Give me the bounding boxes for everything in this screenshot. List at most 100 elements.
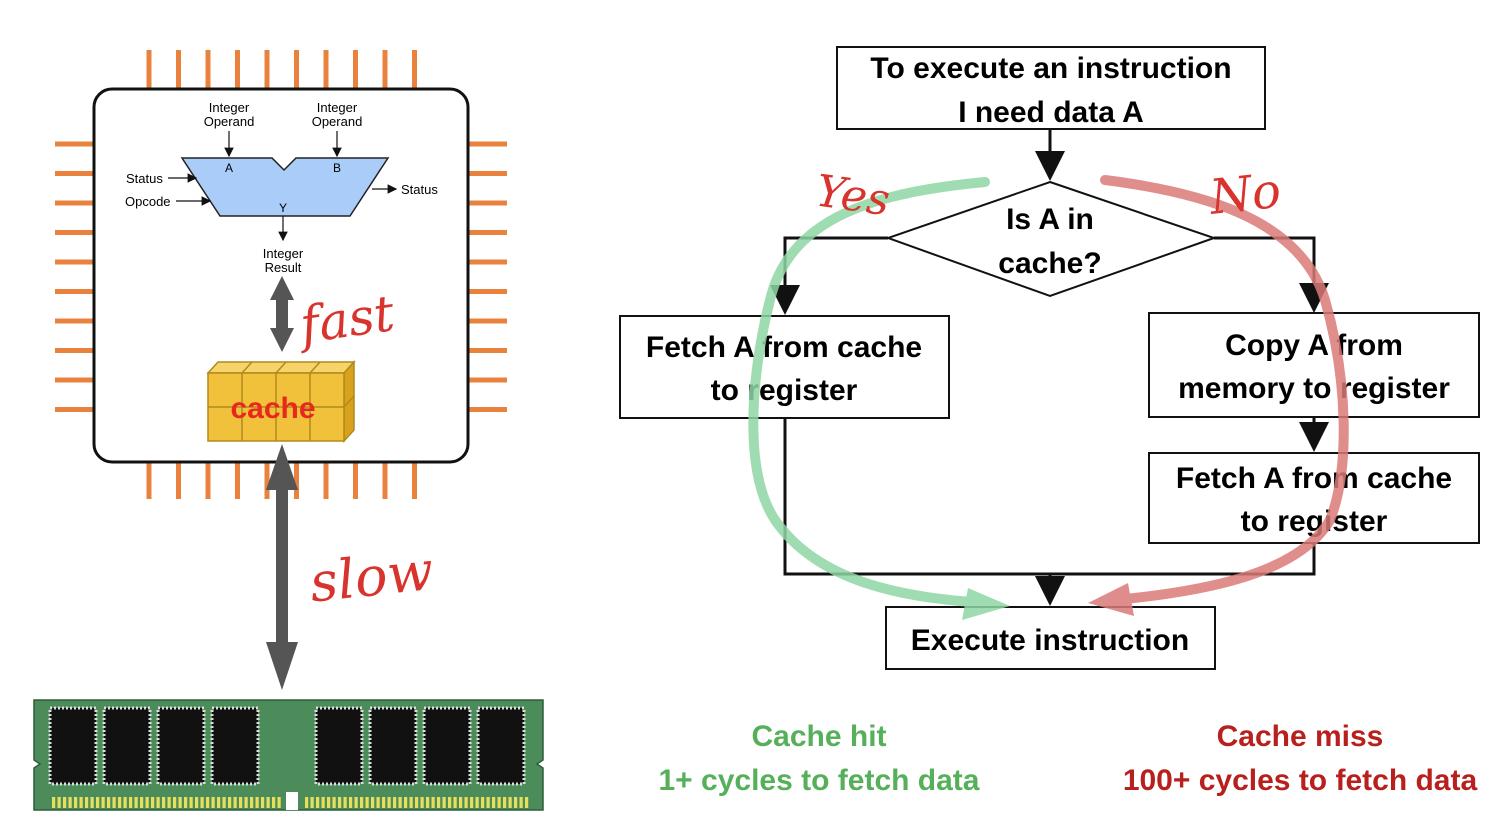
execute-label: Execute instruction (911, 624, 1189, 657)
ram-contact (244, 797, 248, 808)
ram-contact (206, 797, 210, 808)
ram-contact (233, 797, 237, 808)
ram-contact (305, 797, 309, 808)
ram-contact (57, 797, 61, 808)
operand-a-label-1: Integer (209, 100, 250, 115)
fast-annotation: fast (293, 284, 399, 355)
ram-contact (404, 797, 408, 808)
hit-fetch-box (619, 315, 950, 419)
ram-contact (426, 797, 430, 808)
miss-path (1088, 175, 1349, 616)
cache-block: cache (206, 360, 356, 443)
ram-contact (68, 797, 72, 808)
cpu-pins (55, 50, 507, 499)
opcode-label: Opcode (125, 194, 171, 209)
ram-contact (85, 797, 89, 808)
ram-contact (470, 797, 474, 808)
ram-contact (376, 797, 380, 808)
ram-contact (371, 797, 375, 808)
ram-chip (368, 706, 418, 786)
operand-b-label-1: Integer (317, 100, 358, 115)
ram-contact (519, 797, 523, 808)
hit-path (748, 177, 1010, 620)
ram-contact (222, 797, 226, 808)
no-annotation: No (1206, 163, 1283, 226)
ram-contact (189, 797, 193, 808)
ram-contact (129, 797, 133, 808)
ram-contact (63, 797, 67, 808)
ram-chip (422, 706, 472, 786)
ram-contact (250, 797, 254, 808)
ram-contact (338, 797, 342, 808)
ram-contact (239, 797, 243, 808)
ram-chip (102, 706, 152, 786)
ram-contact (255, 797, 259, 808)
ram-contact (112, 797, 116, 808)
result-label-2: Result (265, 260, 302, 275)
ram-contact (365, 797, 369, 808)
ram-contact (525, 797, 529, 808)
ram-contact (178, 797, 182, 808)
ram-contact (503, 797, 507, 808)
miss-fetch-line-2: to register (1241, 505, 1388, 538)
ram-contact (277, 797, 281, 808)
ram-contact (497, 797, 501, 808)
ram-contact (442, 797, 446, 808)
ram-contact (343, 797, 347, 808)
ram-chips (48, 706, 526, 786)
ram-contact (156, 797, 160, 808)
copy-line-2: memory to register (1178, 372, 1450, 405)
ram-contact (96, 797, 100, 808)
status-out-label: Status (401, 182, 438, 197)
start-box-line-1: To execute an instruction (870, 52, 1231, 85)
ram-contact (184, 797, 188, 808)
ram-contacts (52, 797, 529, 808)
ram-contact (162, 797, 166, 808)
hit-fetch-line-2: to register (711, 374, 858, 407)
ram-contact (415, 797, 419, 808)
start-box (836, 46, 1266, 130)
ram-module (33, 699, 544, 811)
ram-contact (266, 797, 270, 808)
ram-contact (134, 797, 138, 808)
ram-contact (354, 797, 358, 808)
result-label-1: Integer (263, 246, 304, 261)
alu-shape (180, 157, 390, 217)
ram-contact (420, 797, 424, 808)
flowchart: To execute an instruction I need data A … (619, 46, 1480, 670)
decision-line-2: cache? (998, 247, 1101, 280)
operand-b-label-2: Operand (312, 114, 363, 129)
ram-contact (459, 797, 463, 808)
ram-contact (382, 797, 386, 808)
ram-contact (481, 797, 485, 808)
ram-contact (393, 797, 397, 808)
ram-contact (90, 797, 94, 808)
ram-contact (228, 797, 232, 808)
miss-title: Cache miss (1217, 720, 1384, 753)
ram-contact (74, 797, 78, 808)
ram-contact (492, 797, 496, 808)
ram-contact (123, 797, 127, 808)
execute-box (885, 606, 1216, 670)
ram-contact (217, 797, 221, 808)
ram-contact (486, 797, 490, 808)
hit-fetch-line-1: Fetch A from cache (646, 331, 922, 364)
slow-double-arrow (266, 444, 298, 690)
ram-contact (475, 797, 479, 808)
ram-contact (316, 797, 320, 808)
cache-label: cache (230, 392, 315, 425)
ram-contact (79, 797, 83, 808)
ram-contact (118, 797, 122, 808)
ram-notch (286, 792, 298, 810)
ram-contact (107, 797, 111, 808)
ram-chip (48, 706, 98, 786)
ram-contact (464, 797, 468, 808)
port-a-label: A (225, 161, 233, 175)
ram-contact (140, 797, 144, 808)
no-branch-arrow (1214, 236, 1329, 313)
ram-chip (476, 706, 526, 786)
ram-contact (167, 797, 171, 808)
ram-contact (453, 797, 457, 808)
ram-contact (514, 797, 518, 808)
ram-contact (211, 797, 215, 808)
